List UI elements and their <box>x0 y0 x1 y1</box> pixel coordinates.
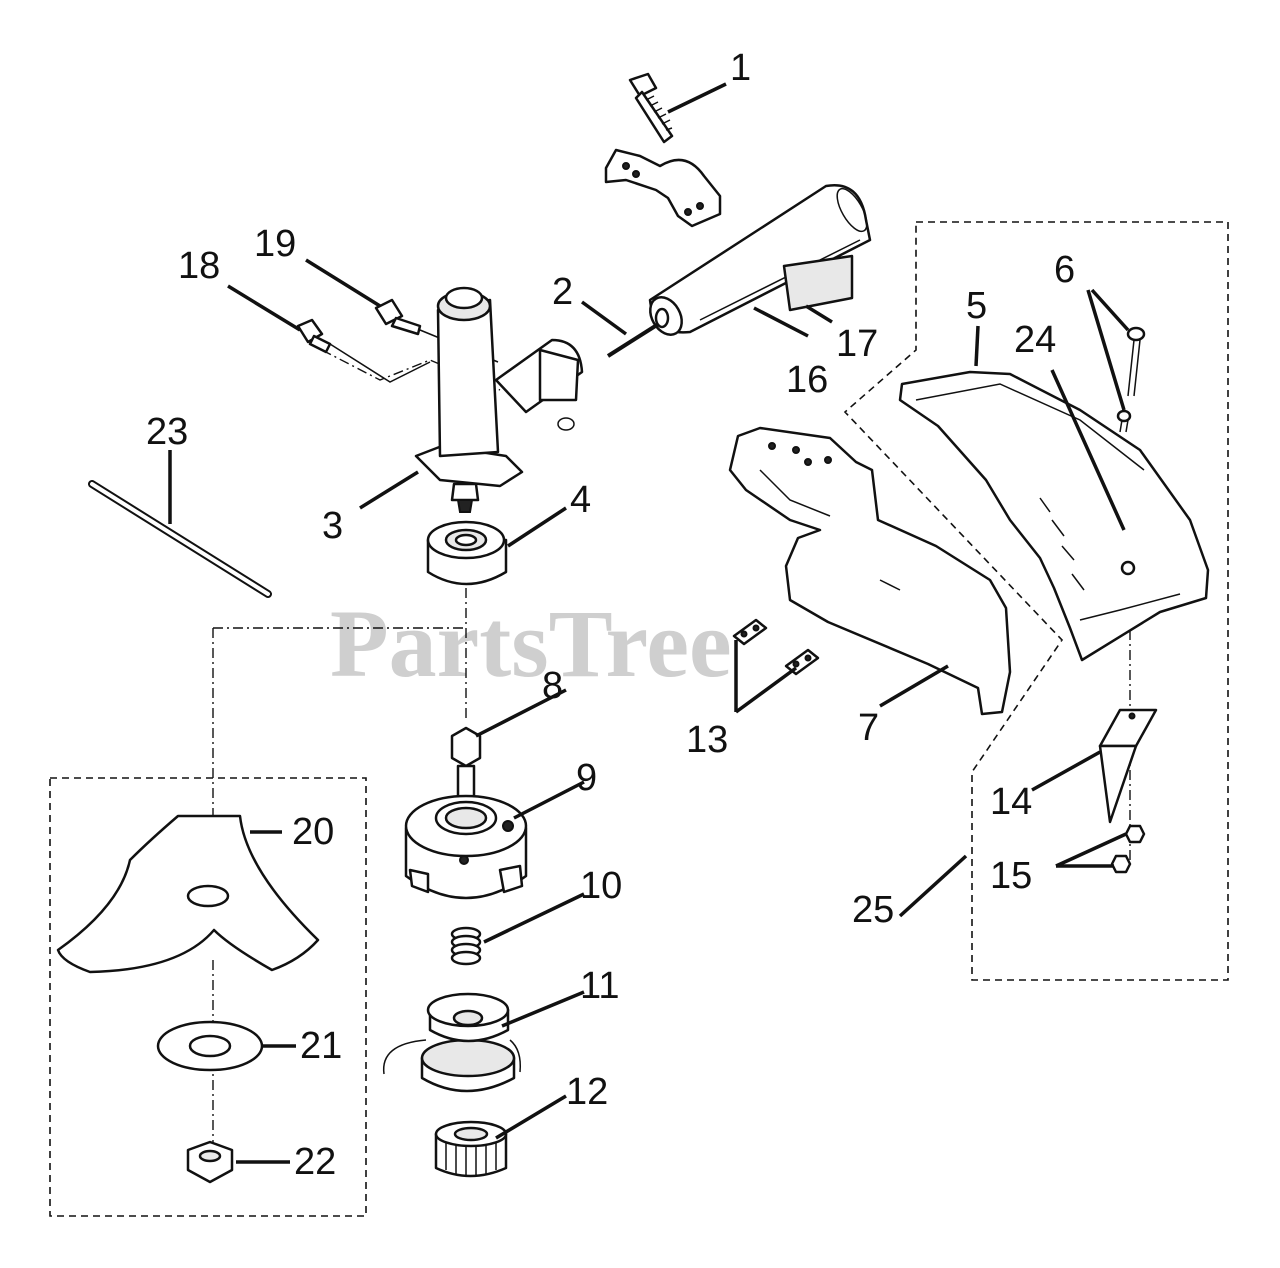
trimmer-line-23 <box>88 480 272 598</box>
callout-22: 22 <box>294 1141 336 1183</box>
nut-22 <box>186 1140 234 1184</box>
spool-housing-9 <box>404 794 528 900</box>
drive-cable-2 <box>606 307 670 358</box>
lower-shield-7 <box>728 426 1012 716</box>
callout-9: 9 <box>576 757 597 799</box>
callout-5: 5 <box>966 285 987 327</box>
screws-6 <box>1116 326 1146 433</box>
callout-16: 16 <box>786 359 828 401</box>
fitting-part-18 <box>296 318 431 383</box>
bolt-part-1 <box>628 72 674 144</box>
callout-6: 6 <box>1054 249 1075 291</box>
fitting-part-19 <box>374 298 499 363</box>
shield-plates-13 <box>732 618 820 676</box>
callout-18: 18 <box>178 245 220 287</box>
clamp-bracket <box>604 148 722 228</box>
spring-10 <box>450 926 482 966</box>
callout-19: 19 <box>254 223 296 265</box>
callout-25: 25 <box>852 889 894 931</box>
callout-13: 13 <box>686 719 728 761</box>
callout-10: 10 <box>580 865 622 907</box>
blade-20 <box>56 814 320 974</box>
callout-7: 7 <box>858 707 879 749</box>
warning-label-17 <box>782 254 854 312</box>
callout-21: 21 <box>300 1025 342 1067</box>
callout-24: 24 <box>1014 319 1056 361</box>
leader-lines <box>168 82 1130 1164</box>
nuts-15 <box>1110 824 1146 874</box>
callout-1: 1 <box>730 47 751 89</box>
callout-8: 8 <box>542 665 563 707</box>
callout-20: 20 <box>292 811 334 853</box>
callout-23: 23 <box>146 411 188 453</box>
bracket-14 <box>1098 708 1158 824</box>
washer-21 <box>156 1020 264 1072</box>
callout-17: 17 <box>836 323 878 365</box>
watermark-text: PartsTree <box>330 590 732 697</box>
callout-3: 3 <box>322 505 343 547</box>
bearing-4 <box>426 520 508 586</box>
callout-15: 15 <box>990 855 1032 897</box>
blade-kit-box <box>49 777 367 1217</box>
callout-11: 11 <box>580 965 619 1007</box>
bump-knob-12 <box>434 1120 508 1178</box>
adapter-8 <box>450 726 482 808</box>
gear-head-3 <box>414 286 584 513</box>
shield-kit-box <box>843 221 1229 981</box>
callout-14: 14 <box>990 781 1032 823</box>
callout-4: 4 <box>570 479 591 521</box>
callout-12: 12 <box>566 1071 608 1113</box>
callout-2: 2 <box>552 271 573 313</box>
spool-11 <box>382 992 522 1093</box>
